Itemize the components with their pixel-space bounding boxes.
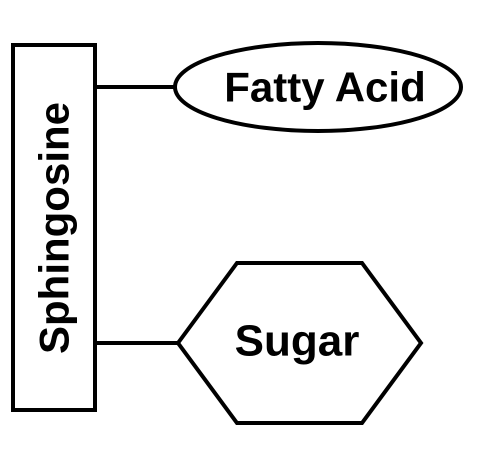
fatty-acid-label: Fatty Acid xyxy=(224,64,425,111)
fatty-acid-ellipse xyxy=(173,41,463,133)
sugar-group: Sugar xyxy=(175,261,424,425)
sphingosine-box: Sphingosine xyxy=(11,43,97,412)
sugar-label: Sugar xyxy=(235,317,360,366)
sphingosine-rect xyxy=(11,43,97,412)
fatty-acid-group: Fatty Acid xyxy=(173,41,463,133)
sphingosine-label: Sphingosine xyxy=(31,102,78,354)
sugar-hexagon xyxy=(175,261,424,425)
